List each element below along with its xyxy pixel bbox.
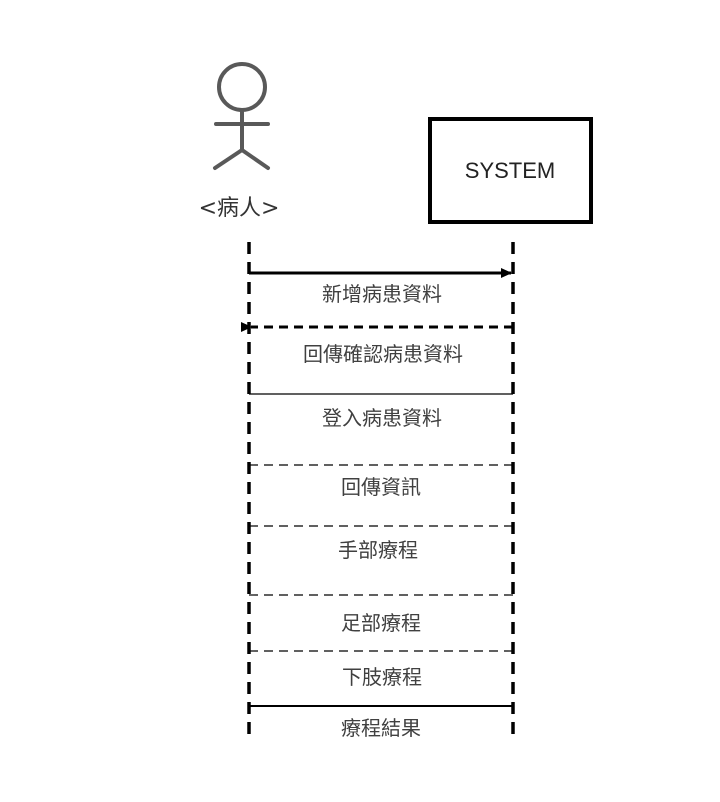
message-label-3: 登入病患資料 bbox=[322, 406, 442, 430]
actor-name: <病人> bbox=[198, 196, 280, 221]
stick-figure-icon bbox=[213, 62, 270, 170]
message-label-6: 足部療程 bbox=[341, 611, 421, 635]
system-label: SYSTEM bbox=[464, 158, 556, 183]
message-label-2: 回傳確認病患資料 bbox=[303, 342, 463, 366]
message-label-1: 新增病患資料 bbox=[322, 282, 442, 306]
message-label-7: 下肢療程 bbox=[342, 665, 422, 689]
message-label-5: 手部療程 bbox=[338, 538, 418, 562]
message-label-8: 療程結果 bbox=[341, 716, 421, 740]
system-box bbox=[428, 117, 593, 224]
message-label-4: 回傳資訊 bbox=[341, 475, 421, 499]
